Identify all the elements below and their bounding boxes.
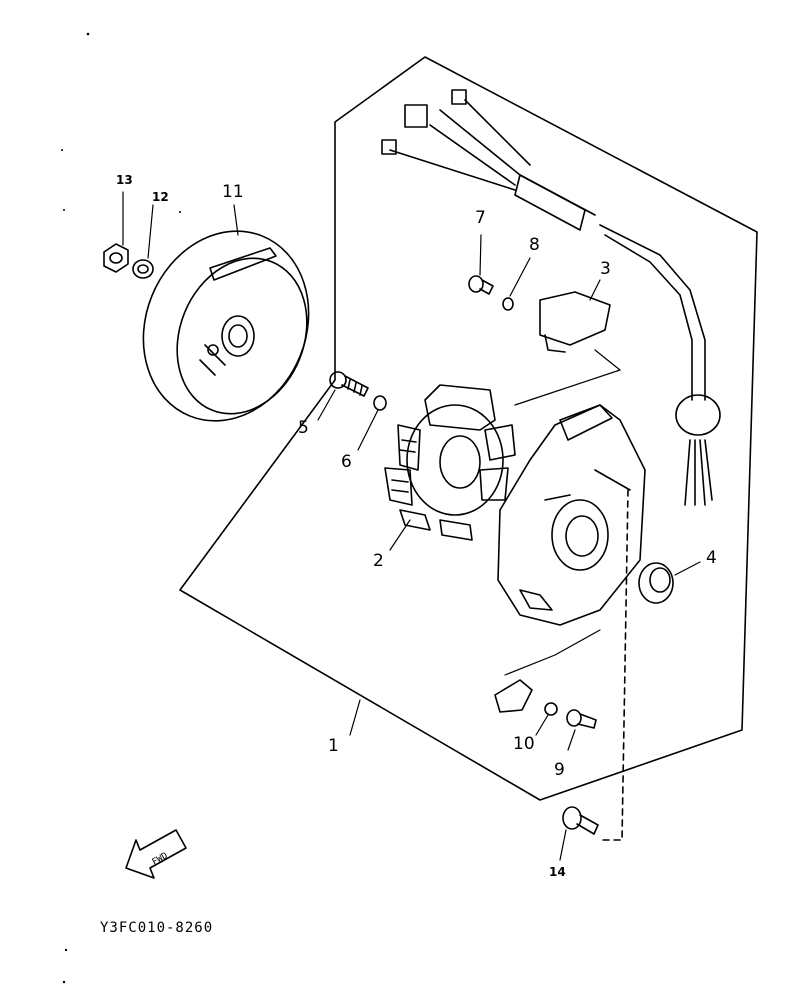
leader-lines	[123, 192, 700, 860]
scan-specks	[61, 32, 181, 984]
wire-harness-icon	[382, 90, 720, 505]
callout-3: 3	[600, 259, 611, 279]
callout-4: 4	[706, 548, 717, 568]
nut-icon	[104, 244, 128, 272]
flywheel-rotor-icon	[115, 206, 336, 446]
lead-clamp-icon	[495, 680, 532, 712]
small-screw-icon	[567, 710, 596, 728]
callout-5: 5	[298, 418, 309, 438]
base-plate-icon	[498, 405, 645, 625]
diagram-code: Y3FC010-8260	[100, 920, 214, 936]
callout-11: 11	[222, 182, 244, 202]
assembly-outline	[180, 57, 757, 800]
stator-coil-icon	[385, 385, 515, 540]
pickup-coil-icon	[540, 292, 610, 352]
callout-13: 13	[116, 173, 133, 187]
callout-1: 1	[328, 736, 339, 756]
callout-8: 8	[529, 235, 540, 255]
direction-arrow-icon: FWD	[126, 830, 186, 878]
callout-2: 2	[373, 551, 384, 571]
callout-7: 7	[475, 208, 486, 228]
direction-arrow-text: FWD	[151, 851, 170, 868]
callout-12: 12	[152, 190, 169, 204]
spring-washer-icon	[374, 396, 386, 410]
screw-icon	[469, 276, 493, 294]
callout-14: 14	[549, 865, 566, 879]
callout-6: 6	[341, 452, 352, 472]
callout-9: 9	[554, 760, 565, 780]
lock-washer-icon	[503, 298, 513, 310]
mounting-screw-icon	[563, 807, 598, 834]
washer-icon	[133, 260, 153, 278]
small-nut-icon	[545, 703, 557, 715]
callout-10: 10	[513, 734, 535, 754]
oil-seal-icon	[639, 563, 673, 603]
alignment-line	[600, 490, 628, 840]
bolt-icon	[330, 372, 368, 396]
